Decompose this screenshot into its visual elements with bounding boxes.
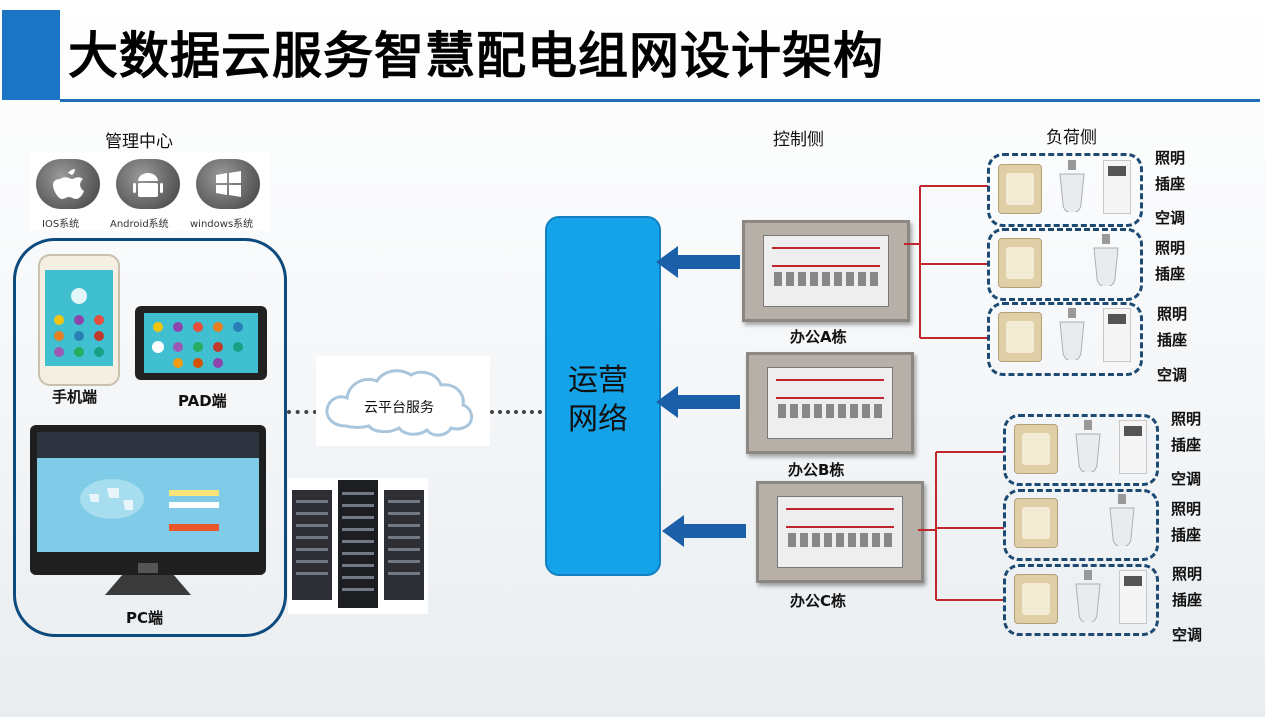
bulb-icon (1059, 160, 1085, 212)
os-label-windows: windows系统 (190, 219, 254, 230)
cloud-icon (325, 369, 473, 437)
pad-label: PAD端 (178, 392, 227, 410)
air-conditioner-icon (1119, 420, 1147, 474)
air-conditioner-icon (1119, 570, 1147, 624)
pc-power-dot (138, 563, 158, 573)
load-group-3 (987, 302, 1143, 376)
load-1-line-1: 照明 (1155, 149, 1186, 167)
building-c-label: 办公C栋 (790, 592, 847, 610)
air-conditioner-icon (1103, 308, 1131, 362)
bulb-icon (1093, 234, 1119, 286)
load-2-line-1: 照明 (1155, 239, 1186, 257)
connector-clients-cloud (287, 410, 317, 414)
pc-password-field (169, 502, 219, 508)
phone-label: 手机端 (52, 388, 98, 406)
page-title: 大数据云服务智慧配电组网设计架构 (68, 27, 884, 85)
arrow-left-b (656, 386, 740, 418)
load-4-line-2: 插座 (1171, 436, 1202, 454)
load-6-line-2: 插座 (1172, 591, 1203, 609)
network-block (545, 216, 661, 576)
load-group-5 (1003, 489, 1159, 561)
load-1-line-3: 空调 (1155, 209, 1186, 227)
load-wiring (904, 185, 1004, 601)
socket-icon (1014, 574, 1058, 624)
server-rack-icon (288, 478, 428, 614)
socket-icon (1014, 498, 1058, 548)
load-6-line-3: 空调 (1172, 626, 1203, 644)
socket-icon (998, 238, 1042, 288)
load-4-line-3: 空调 (1171, 470, 1202, 488)
load-4-line-1: 照明 (1171, 410, 1202, 428)
cloud-panel: 云平台服务 (316, 356, 490, 446)
distribution-panel-b (746, 352, 914, 454)
panel-a-breakers (763, 235, 889, 307)
title-accent-bar (2, 10, 60, 100)
distribution-panel-c (756, 481, 924, 583)
air-conditioner-icon (1103, 160, 1131, 214)
building-a-label: 办公A栋 (790, 328, 847, 346)
load-side-heading: 负荷侧 (1046, 128, 1097, 148)
network-label-line2: 网络 (568, 402, 628, 437)
bulb-icon (1059, 308, 1085, 360)
title-divider (60, 99, 1260, 102)
control-side-heading: 控制侧 (773, 130, 824, 150)
panel-b-breakers (767, 367, 893, 439)
load-3-line-1: 照明 (1157, 305, 1188, 323)
load-group-4 (1003, 414, 1159, 486)
client-devices-group (13, 238, 287, 637)
os-label-ios: IOS系统 (42, 219, 80, 230)
load-group-6 (1003, 564, 1159, 636)
load-group-1 (987, 153, 1143, 227)
load-3-line-2: 插座 (1157, 331, 1188, 349)
pc-monitor (30, 425, 266, 575)
socket-icon (1014, 424, 1058, 474)
load-5-line-2: 插座 (1171, 526, 1202, 544)
apple-icon (36, 159, 100, 209)
bulb-icon (1075, 570, 1101, 622)
load-6-line-1: 照明 (1172, 565, 1203, 583)
pc-screen-header (37, 432, 259, 458)
pc-label: PC端 (126, 609, 164, 627)
panel-c-breakers (777, 496, 903, 568)
pc-login-field (169, 490, 219, 496)
arrow-left-c (662, 515, 746, 547)
load-5-line-1: 照明 (1171, 500, 1202, 518)
pc-stand (105, 575, 191, 595)
pc-login-button (169, 524, 219, 531)
cloud-label: 云平台服务 (364, 400, 434, 416)
android-icon (116, 159, 180, 209)
phone-device (38, 254, 120, 386)
pc-screen (37, 432, 259, 552)
bulb-icon (1109, 494, 1135, 546)
building-b-label: 办公B栋 (788, 461, 845, 479)
socket-icon (998, 164, 1042, 214)
load-2-line-2: 插座 (1155, 265, 1186, 283)
load-group-2 (987, 228, 1143, 301)
load-1-line-2: 插座 (1155, 175, 1186, 193)
connector-cloud-network (490, 410, 542, 414)
distribution-panel-a (742, 220, 910, 322)
windows-icon (196, 159, 260, 209)
socket-icon (998, 312, 1042, 362)
arrow-left-a (656, 246, 740, 278)
network-label-line1: 运营 (568, 363, 628, 398)
pad-screen (144, 313, 258, 373)
bulb-icon (1075, 420, 1101, 472)
load-3-line-3: 空调 (1157, 366, 1188, 384)
os-icons-panel: IOS系统 Android系统 windows系统 (30, 153, 270, 231)
phone-screen (45, 270, 113, 366)
pad-device (135, 306, 267, 380)
management-heading: 管理中心 (105, 132, 173, 152)
os-label-android: Android系统 (110, 219, 169, 230)
